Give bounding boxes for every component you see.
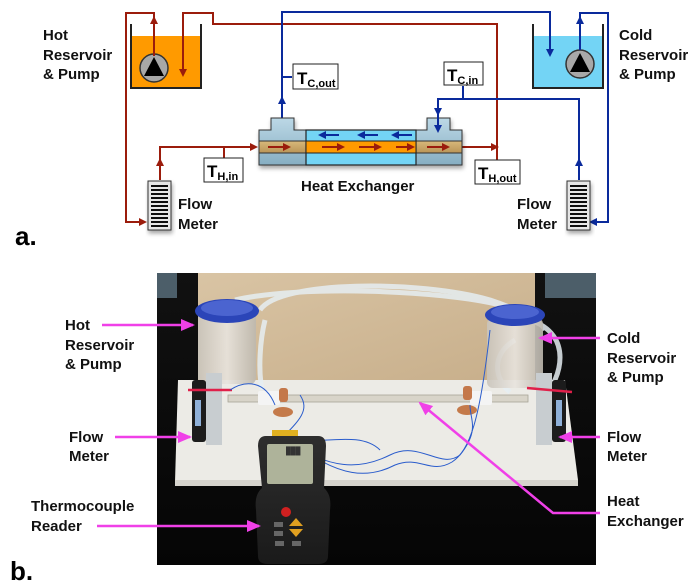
panel-a-tag: a. bbox=[15, 221, 37, 251]
hot-pump-icon bbox=[139, 53, 169, 83]
flow-meter-left-label: Flow Meter bbox=[178, 196, 218, 233]
thermocouple-reader-device: ███ bbox=[255, 430, 331, 564]
sensor-t-h-out: TH,out bbox=[474, 159, 521, 185]
hot-reservoir-jar bbox=[195, 299, 259, 384]
heat-exchanger-callout-label: Heat Exchanger bbox=[607, 493, 684, 530]
cold-reservoir-callout-label: Cold Reservoir & Pump bbox=[607, 330, 680, 386]
hot-tank-wall bbox=[130, 24, 202, 89]
photo-panel: ███ Hot Reservoir & Pump Flow Meter Ther… bbox=[0, 255, 700, 585]
hx-flow-arrows bbox=[268, 114, 450, 151]
sensor-t-h-in: TH,in bbox=[203, 157, 244, 183]
svg-text:TH,out: TH,out bbox=[478, 164, 517, 185]
cold-reservoir bbox=[532, 24, 604, 89]
hot-reservoir-label: Hot Reservoir & Pump bbox=[43, 27, 116, 83]
sensor-t-c-out: TC,out bbox=[292, 63, 339, 90]
flow-meter-right-label: Flow Meter bbox=[517, 196, 557, 233]
right-flow-meter-callout-label: Flow Meter bbox=[607, 429, 647, 465]
heat-exchanger bbox=[258, 117, 463, 166]
hot-reservoir-callout-label: Hot Reservoir & Pump bbox=[65, 317, 138, 373]
cold-flowmeter-to-hx-line bbox=[434, 98, 580, 180]
callout-arrows bbox=[97, 319, 600, 532]
background-wall-right bbox=[545, 273, 596, 298]
sensor-t-c-in: TC,in bbox=[443, 61, 484, 87]
svg-text:TH,in: TH,in bbox=[207, 162, 238, 183]
cold-reservoir-jar bbox=[485, 304, 545, 388]
cold-reservoir-label: Cold Reservoir & Pump bbox=[619, 27, 692, 83]
cold-pump-icon bbox=[565, 49, 595, 79]
display-digits: ███ bbox=[286, 446, 301, 456]
schematic-panel: TC,out TC,in TH,in TH,out Hot Reservoir … bbox=[0, 0, 700, 255]
heat-exchanger-tube bbox=[227, 386, 529, 417]
flow-meter-left bbox=[147, 180, 172, 231]
flow-meter-right bbox=[566, 180, 591, 231]
hot-reservoir bbox=[130, 24, 202, 89]
heat-exchanger-callout-arrow bbox=[418, 401, 600, 515]
right-flow-meter-photo bbox=[526, 373, 573, 445]
left-flow-meter-callout-label: Flow Meter bbox=[69, 429, 109, 465]
svg-text:TC,out: TC,out bbox=[297, 69, 336, 90]
schematic-diagram: TC,out TC,in TH,in TH,out Hot Reservoir … bbox=[15, 11, 692, 251]
heat-exchanger-label: Heat Exchanger bbox=[301, 178, 415, 195]
photo-image: ███ bbox=[157, 273, 596, 565]
left-flow-meter-photo bbox=[188, 373, 232, 445]
cold-hx-to-tank-line bbox=[281, 11, 554, 120]
panel-b-tag: b. bbox=[10, 556, 33, 585]
hot-loop-lines bbox=[125, 12, 499, 226]
base-plate-edge bbox=[175, 480, 578, 486]
background-wall-left bbox=[157, 273, 177, 298]
cold-tank-wall bbox=[532, 24, 604, 89]
svg-text:TC,in: TC,in bbox=[447, 66, 478, 87]
apparatus-photo: ███ Hot Reservoir & Pump Flow Meter Ther… bbox=[10, 273, 684, 585]
thermocouple-reader-callout-label: Thermocouple Reader bbox=[31, 498, 139, 535]
